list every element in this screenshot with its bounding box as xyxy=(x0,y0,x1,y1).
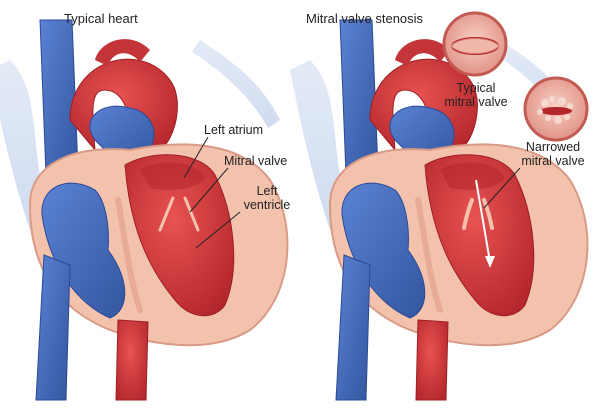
typical-valve-leaflets xyxy=(158,196,200,232)
leader-lines xyxy=(183,136,521,249)
narrowed-valve-leader xyxy=(483,167,521,209)
stenosis-heart-drawing xyxy=(290,20,587,400)
flow-arrowhead xyxy=(485,256,495,268)
typical-valve-label-line1: Typical xyxy=(456,81,496,95)
left-ventricle-label-line1: Left xyxy=(256,184,278,198)
typical-heart-title: Typical heart xyxy=(64,11,138,26)
left-ventricle-label-line2: ventricle xyxy=(243,198,291,212)
left-ventricle-leader xyxy=(195,211,241,249)
narrowed-valve-label-line2: mitral valve xyxy=(521,154,585,168)
stenosis-valve-leaflets xyxy=(462,198,494,230)
typical-valve-inset xyxy=(442,11,508,77)
narrowed-valve-inset xyxy=(523,76,589,142)
mitral-valve-label: Mitral valve xyxy=(224,154,288,168)
stenosis-title: Mitral valve stenosis xyxy=(306,11,424,26)
mitral-valve-leader xyxy=(189,167,229,213)
left-atrium-leader xyxy=(183,136,209,179)
typical-valve-label-line2: mitral valve xyxy=(444,95,508,109)
left-atrium-label: Left atrium xyxy=(204,123,264,137)
narrowed-valve-label-line1: Narrowed xyxy=(525,140,581,154)
flow-arrow xyxy=(475,179,491,263)
